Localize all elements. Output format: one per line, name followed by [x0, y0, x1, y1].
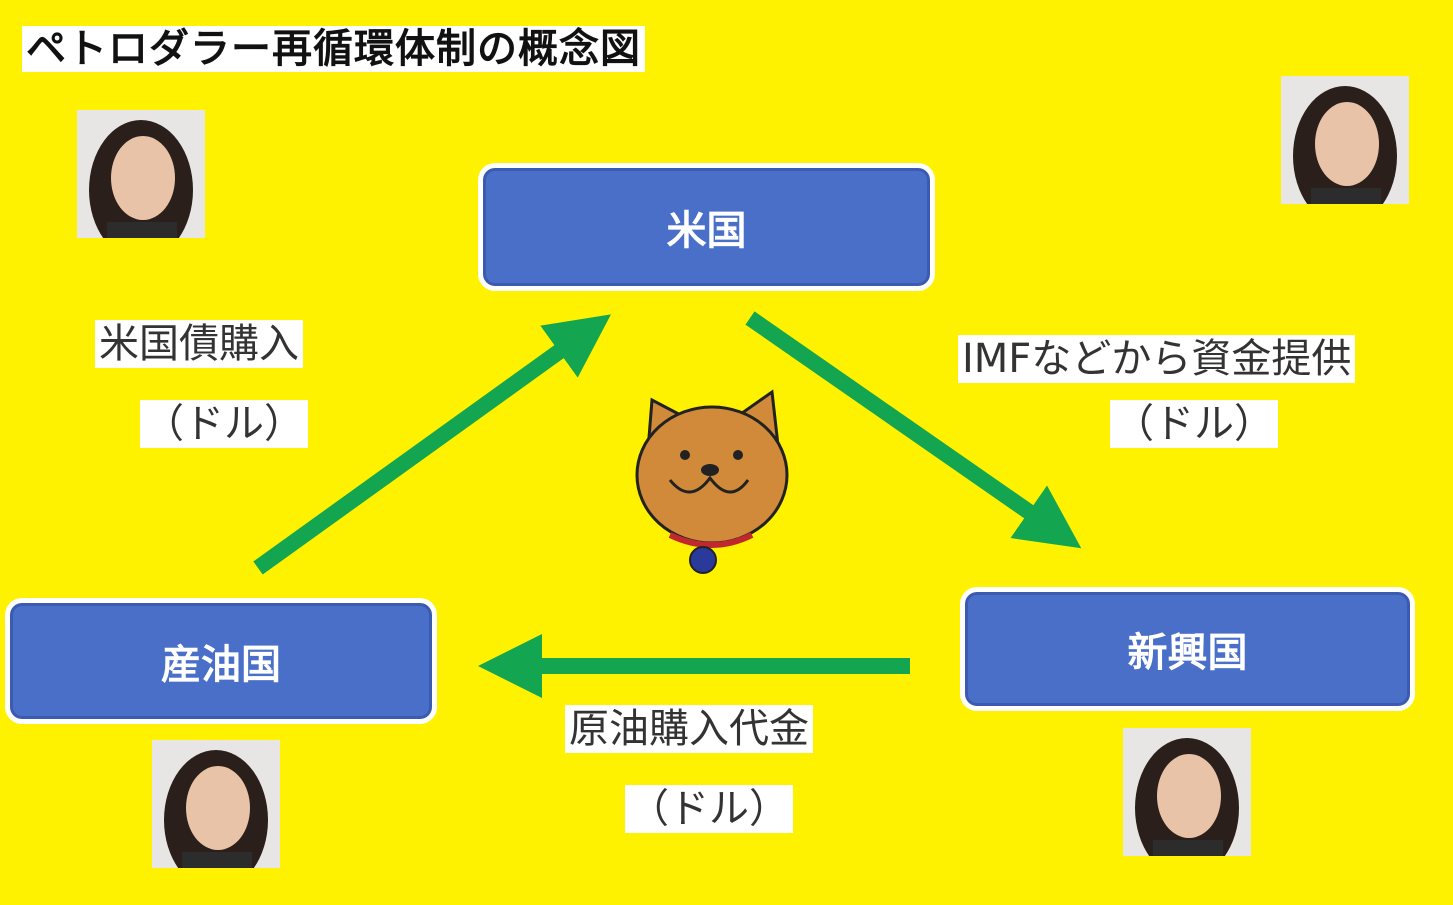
node-usa: 米国: [483, 168, 930, 286]
label-us-bond-purchase: 米国債購入: [95, 320, 303, 368]
arrow-oil-to-usa: [253, 314, 611, 575]
dog-mascot-icon: [635, 389, 789, 574]
portrait-photo-top-right: [1281, 76, 1409, 204]
label-us-bond-unit: （ドル）: [140, 400, 308, 448]
portrait-photo-bottom-left: [152, 740, 280, 868]
node-emerging-countries: 新興国: [965, 592, 1410, 706]
arrow-usa-to-emerging: [745, 311, 1082, 549]
page-title: ペトロダラー再循環体制の概念図: [22, 26, 645, 72]
portrait-photo-bottom-right: [1123, 728, 1251, 856]
label-imf-funding: IMFなどから資金提供: [958, 335, 1356, 383]
portrait-photo-top-left: [77, 110, 205, 238]
label-crude-payment: 原油購入代金: [565, 705, 813, 753]
node-oil-producers: 産油国: [10, 603, 432, 719]
label-crude-payment-unit: （ドル）: [625, 785, 793, 833]
label-imf-funding-unit: （ドル）: [1110, 400, 1278, 448]
